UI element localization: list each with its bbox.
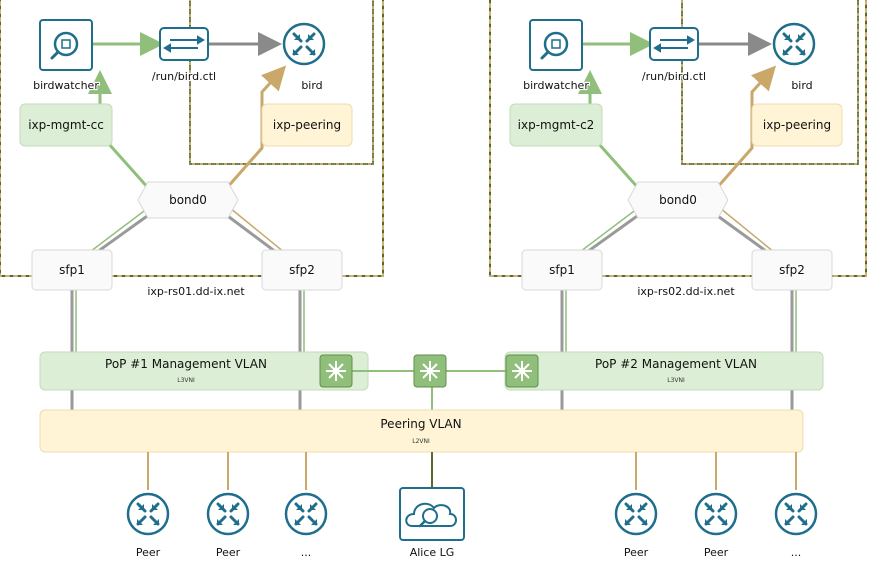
alice-lg-node: Alice LG xyxy=(399,487,465,560)
host2-sfp1-label: sfp1 xyxy=(549,263,575,277)
peer-router: Peer xyxy=(614,492,658,560)
host2-birdwatcher-node: birdwatcher xyxy=(522,19,590,93)
pop1-mgmt-vlan-label: PoP #1 Management VLAN xyxy=(105,357,267,371)
host1-mgmt-iface: ixp-mgmt-cc xyxy=(19,103,113,147)
host2-mgmt-iface: ixp-mgmt-c2 xyxy=(509,103,603,147)
magnifier-icon xyxy=(543,31,569,57)
host1-socket-label: /run/bird.ctl xyxy=(152,70,216,83)
peer-router: ... xyxy=(774,492,818,560)
host1-sfp2-label: sfp2 xyxy=(289,263,315,277)
router-icon xyxy=(772,22,816,66)
core-switch-icon xyxy=(413,354,447,388)
router-icon xyxy=(282,22,326,66)
host1-hostname: ixp-rs01.dd-ix.net xyxy=(147,285,245,298)
host1-bond0-label: bond0 xyxy=(169,193,207,207)
pop2-mgmt-vlan-label: PoP #2 Management VLAN xyxy=(595,357,757,371)
host1-socket-node: /run/bird.ctl xyxy=(151,27,217,84)
pop1-switch-icon xyxy=(319,354,353,388)
host2-bond0-label: bond0 xyxy=(659,193,697,207)
router-icon xyxy=(206,492,250,536)
exchange-arrows-icon xyxy=(653,35,695,53)
host1-boundary xyxy=(0,0,384,277)
router-icon xyxy=(614,492,658,536)
pop1-mgmt-vlan: PoP #1 Management VLAN L3VNI xyxy=(39,351,369,391)
peer-router: Peer xyxy=(126,492,170,560)
pop2-mgmt-vlan: PoP #2 Management VLAN L3VNI xyxy=(504,351,824,391)
host1-bird-label: bird xyxy=(301,79,322,92)
host2-socket-node: /run/bird.ctl xyxy=(641,27,707,84)
peer-router: Peer xyxy=(694,492,738,560)
host1-sfp1: sfp1 xyxy=(31,249,113,291)
host2-sfp2: sfp2 xyxy=(751,249,833,291)
peering-vlan-type: L2VNI xyxy=(412,438,430,445)
host1-birdwatcher-node: birdwatcher xyxy=(32,19,100,93)
host2-bird-router: bird xyxy=(772,22,816,93)
peer-router: ... xyxy=(284,492,328,560)
host2-peering-iface-label: ixp-peering xyxy=(763,118,831,132)
cloud-icon xyxy=(405,502,457,527)
peer-label: ... xyxy=(791,546,802,559)
peer-label: Peer xyxy=(216,546,241,559)
magnifier-icon xyxy=(53,31,79,57)
host2-mgmt-iface-label: ixp-mgmt-c2 xyxy=(518,118,595,132)
peering-vlan: Peering VLAN L2VNI xyxy=(39,409,804,453)
host1-sfp1-label: sfp1 xyxy=(59,263,85,277)
host1-birdwatcher-label: birdwatcher xyxy=(33,79,99,92)
host2-bird-label: bird xyxy=(791,79,812,92)
peering-vlan-label: Peering VLAN xyxy=(380,417,461,431)
exchange-arrows-icon xyxy=(163,35,205,53)
router-icon xyxy=(284,492,328,536)
router-icon xyxy=(694,492,738,536)
host2-hostname: ixp-rs02.dd-ix.net xyxy=(637,285,735,298)
magnifier-icon xyxy=(422,508,438,524)
pop2-mgmt-vlan-type: L3VNI xyxy=(667,377,685,384)
peer-router: Peer xyxy=(206,492,250,560)
peer-label: Peer xyxy=(704,546,729,559)
host2-socket-label: /run/bird.ctl xyxy=(642,70,706,83)
host1-peering-iface: ixp-peering xyxy=(261,103,353,147)
host2-peering-iface: ixp-peering xyxy=(751,103,843,147)
host1-sfp2: sfp2 xyxy=(261,249,343,291)
host1-bond0: bond0 xyxy=(137,181,239,219)
host1-bird-namespace xyxy=(189,0,374,165)
peer-label: Peer xyxy=(624,546,649,559)
host2-sfp1: sfp1 xyxy=(521,249,603,291)
host1-peering-iface-label: ixp-peering xyxy=(273,118,341,132)
peer-label: Peer xyxy=(136,546,161,559)
pop1-mgmt-vlan-type: L3VNI xyxy=(177,377,195,384)
host2-sfp2-label: sfp2 xyxy=(779,263,805,277)
host2-bond0: bond0 xyxy=(627,181,729,219)
alice-lg-label: Alice LG xyxy=(410,546,455,559)
host1-mgmt-iface-label: ixp-mgmt-cc xyxy=(28,118,104,132)
peer-label: ... xyxy=(301,546,312,559)
pop2-switch-icon xyxy=(505,354,539,388)
host1-bird-router: bird xyxy=(282,22,326,93)
router-icon xyxy=(774,492,818,536)
router-icon xyxy=(126,492,170,536)
host2-birdwatcher-label: birdwatcher xyxy=(523,79,589,92)
